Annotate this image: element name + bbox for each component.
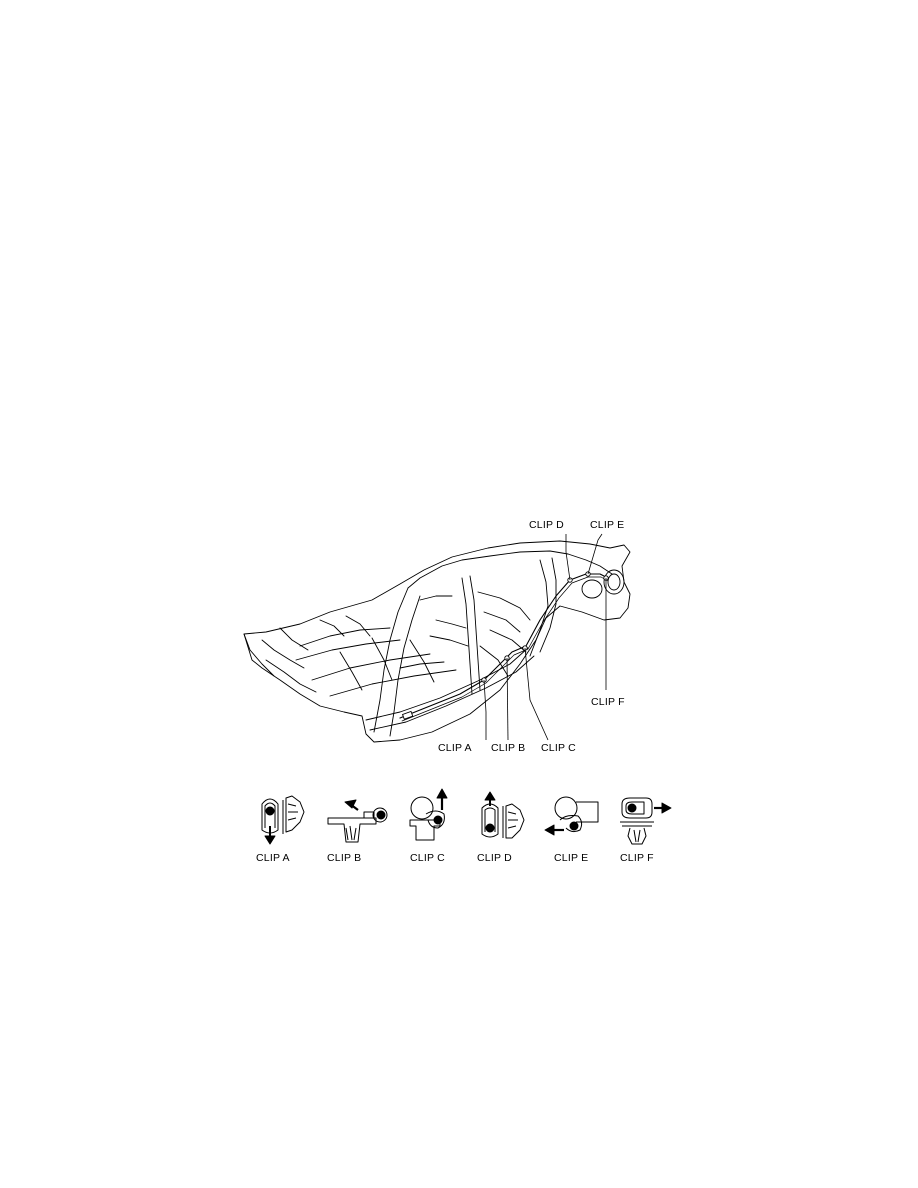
- legend-label-clip-c: CLIP C: [410, 852, 445, 864]
- callout-clip-d: CLIP D: [529, 519, 564, 531]
- callout-clip-e: CLIP E: [590, 519, 625, 531]
- callout-clip-a: CLIP A: [438, 742, 472, 754]
- clip-f-icon: [620, 797, 672, 845]
- clip-a-icon: [261, 795, 305, 845]
- legend-label-clip-d: CLIP D: [477, 852, 512, 864]
- harness-connector: [401, 710, 414, 720]
- clip-e-icon: [544, 796, 599, 836]
- callout-clip-b: CLIP B: [491, 742, 526, 754]
- clip-d-icon: [481, 791, 525, 839]
- legend-label-clip-e: CLIP E: [554, 852, 589, 864]
- callout-clip-c: CLIP C: [541, 742, 576, 754]
- clip-b-icon: [327, 799, 388, 843]
- callout-clip-f: CLIP F: [591, 696, 625, 708]
- clip-c-icon: [409, 788, 448, 841]
- leader-lines: [483, 533, 607, 741]
- legend-label-clip-f: CLIP F: [620, 852, 654, 864]
- legend-label-clip-b: CLIP B: [327, 852, 362, 864]
- legend-label-clip-a: CLIP A: [256, 852, 290, 864]
